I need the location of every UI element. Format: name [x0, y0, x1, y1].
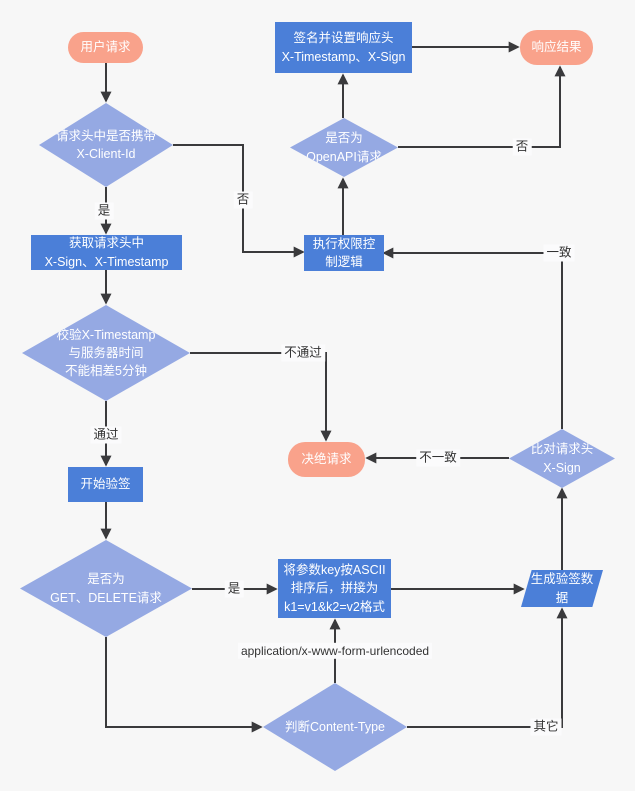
node-sign-response-header: 签名并设置响应头 X-Timestamp、X-Sign — [275, 22, 412, 73]
connector-openapi-no — [398, 65, 566, 148]
edge-label-clientid-yes: 是 — [94, 202, 114, 220]
node-start-verify: 开始验签 — [68, 467, 143, 502]
edge-label-sign-match: 一致 — [543, 244, 575, 262]
edge-label-sign-mismatch: 不一致 — [416, 449, 460, 467]
edge-label-contenttype-form: application/x-www-form-urlencoded — [237, 642, 433, 660]
connector-contenttype-other — [407, 607, 568, 728]
node-reject-request: 决绝请求 — [288, 442, 365, 477]
node-get-headers: 获取请求头中 X-Sign、X-Timestamp — [31, 235, 182, 270]
edge-label-getdelete-yes: 是 — [224, 580, 244, 598]
node-exec-permission: 执行权限控 制逻辑 — [304, 235, 384, 271]
edge-label-openapi-no: 否 — [512, 138, 532, 156]
node-response-result: 响应结果 — [520, 30, 593, 65]
edge-label-clientid-no: 否 — [233, 191, 253, 209]
node-sort-params: 将参数key按ASCII 排序后，拼接为 k1=v1&k2=v2格式 — [278, 559, 391, 618]
connector-sign-match — [382, 247, 563, 429]
connector-getdelete-no — [105, 637, 263, 733]
connector-timestamp-fail — [190, 352, 332, 442]
node-gen-verify-data: 生成验签数 据 — [521, 570, 603, 607]
edge-label-contenttype-other: 其它 — [530, 718, 562, 736]
edge-label-timestamp-fail: 不通过 — [281, 344, 325, 362]
node-user-request: 用户请求 — [68, 32, 143, 63]
edge-label-timestamp-pass: 通过 — [90, 426, 122, 444]
